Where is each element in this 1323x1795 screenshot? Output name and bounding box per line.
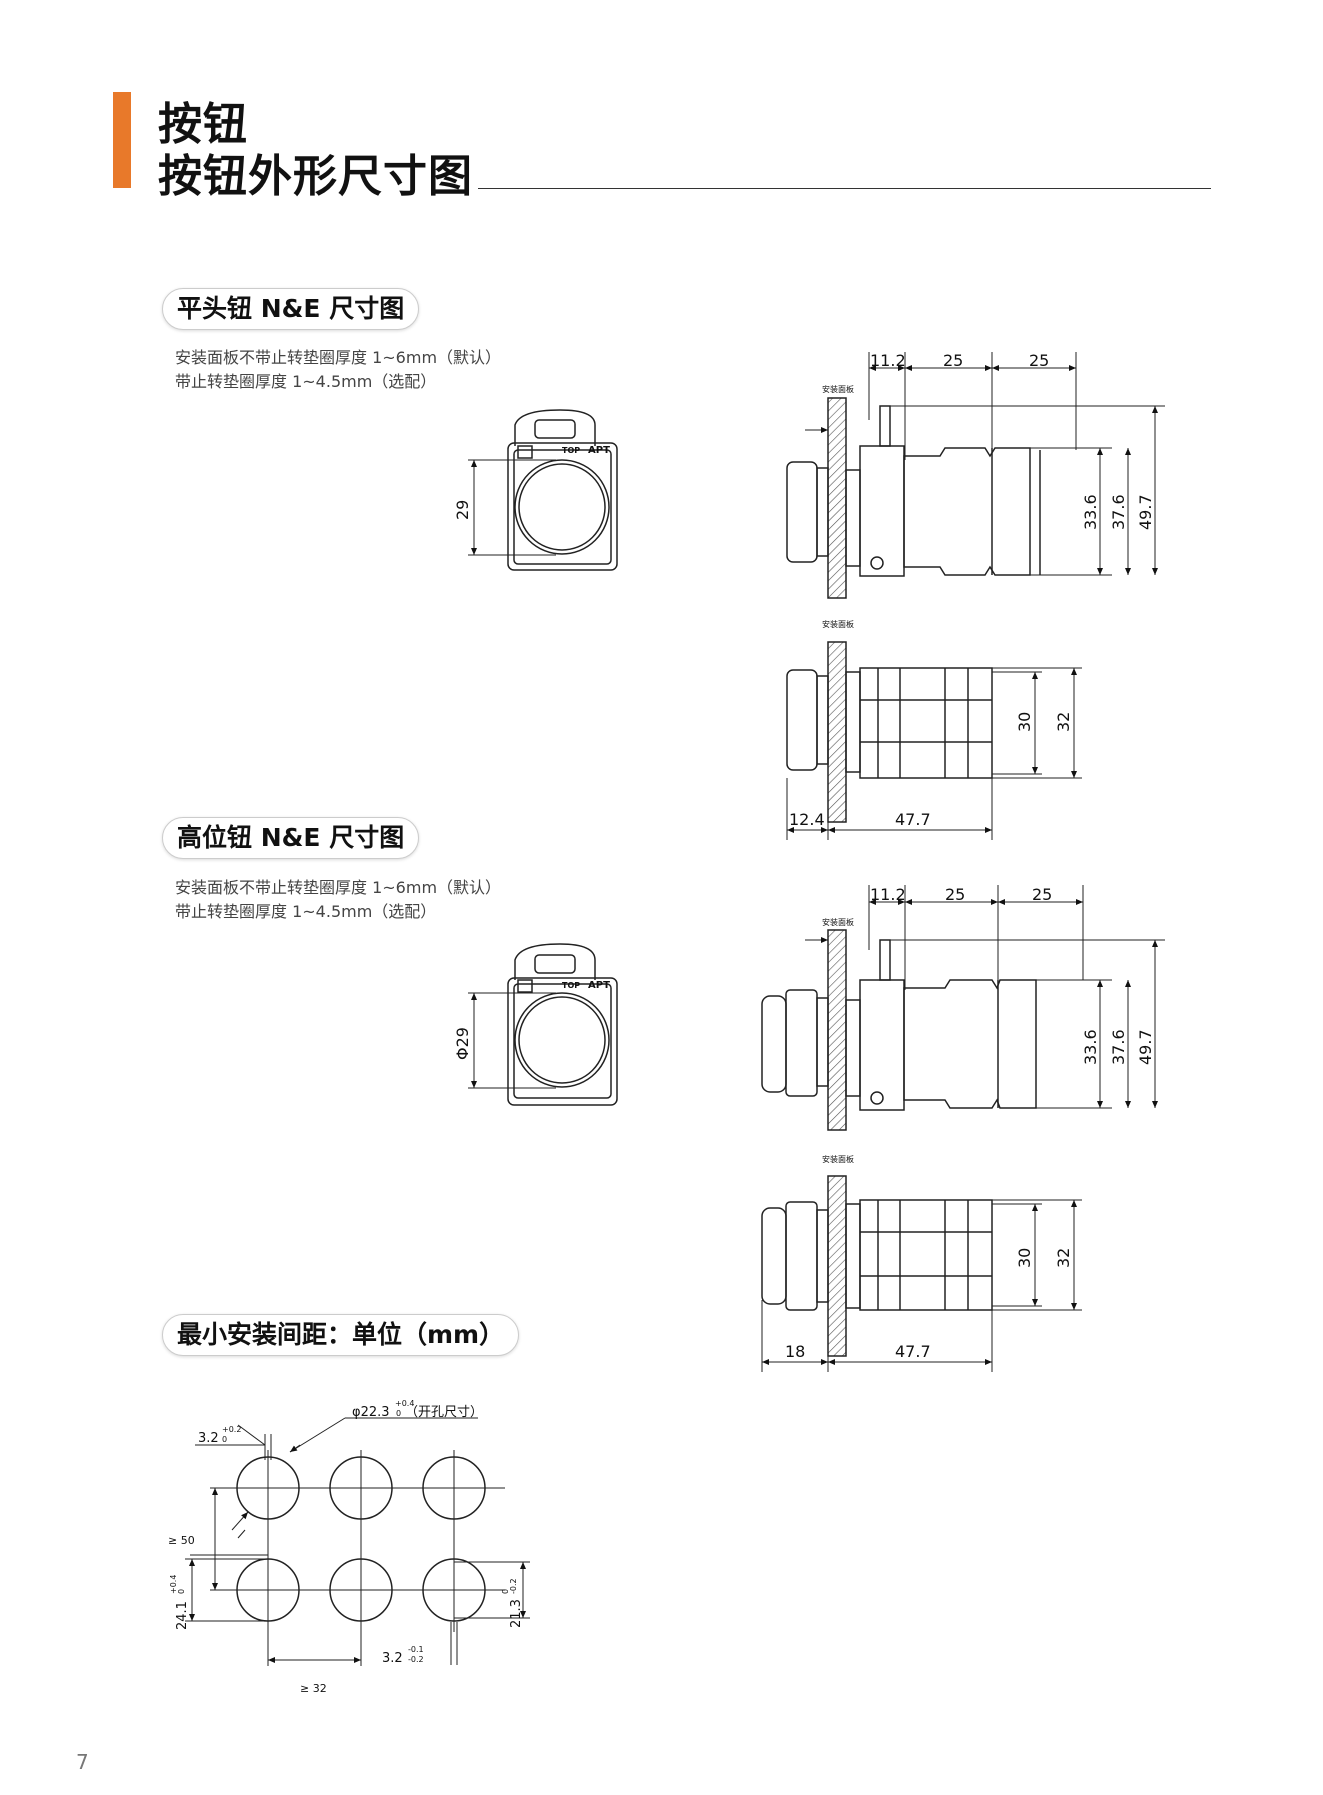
section1-note-line2: 带止转垫圈厚度 1~4.5mm（选配） [175,372,437,391]
top-view-flat [786,641,993,823]
vertical-spacing: ≥ 50 [168,1534,195,1547]
horizontal-spacing: ≥ 32 [300,1682,327,1695]
side-view-raised [761,929,1037,1131]
side1-dim-c: 25 [1029,351,1049,370]
section1-note-line1: 安装面板不带止转垫圈厚度 1~6mm（默认） [175,348,502,367]
top1-len-body: 47.7 [895,810,931,829]
front1-brand-label: APT [588,445,610,456]
right-height: 21.3 [509,1599,524,1628]
side1-dim-a: 11.2 [870,351,906,370]
section2-note-line2: 带止转垫圈厚度 1~4.5mm（选配） [175,902,437,921]
side-view-flat [786,397,1041,599]
title-rule [478,188,1211,189]
front-view-flat [507,409,618,571]
right-tol-lower: -0.2 [509,1578,518,1594]
side2-dim-b: 25 [945,885,965,904]
side2-h1: 33.6 [1081,1029,1100,1065]
top2-panel-label: 安装面板 [822,1154,854,1164]
front1-top-label: TOP [562,446,580,455]
side1-panel-label: 安装面板 [822,384,854,394]
top1-panel-label: 安装面板 [822,619,854,629]
section-heading-min-spacing: 最小安装间距：单位（mm） [162,1314,520,1356]
bottom-notch-label: 3.2 [382,1651,403,1666]
side1-dim-b: 25 [943,351,963,370]
top2-len-body: 47.7 [895,1342,931,1361]
side2-dim-c: 25 [1032,885,1052,904]
page-number: 7 [76,1750,89,1774]
page-title: 按钮 [158,99,248,150]
top-view-raised [761,1175,993,1357]
side2-h3: 49.7 [1136,1029,1155,1065]
right-tol-upper: 0 [501,1589,510,1594]
top2-h1: 30 [1015,1248,1034,1268]
page-subtitle: 按钮外形尺寸图 [158,151,473,202]
bottom-tol-lower: -0.2 [408,1655,424,1664]
left-tol-lower: 0 [177,1589,186,1594]
top1-h2: 32 [1054,712,1073,732]
left-height: 24.1 [175,1601,190,1630]
hole-diameter-label: φ22.3 [352,1405,390,1420]
top1-h1: 30 [1015,712,1034,732]
side2-h2: 37.6 [1109,1029,1128,1065]
side2-panel-label: 安装面板 [822,917,854,927]
accent-bar [113,92,131,188]
hole-tol-lower: 0 [396,1409,401,1418]
section-heading-raised-button: 高位钮 N&E 尺寸图 [162,817,420,859]
notch-tol-upper: +0.2 [222,1425,241,1434]
top1-len-front: 12.4 [789,810,825,829]
bottom-tol-upper: -0.1 [408,1645,424,1654]
notch-tol-lower: 0 [222,1435,227,1444]
hole-note: （开孔尺寸） [405,1405,483,1420]
front-view-raised [507,943,618,1106]
notch-label: 3.2 [198,1431,219,1446]
left-tol-upper: +0.4 [169,1575,178,1594]
side1-h1: 33.6 [1081,494,1100,530]
front2-brand-label: APT [588,980,610,991]
hole-tol-upper: +0.4 [395,1399,414,1408]
side1-h3: 49.7 [1136,494,1155,530]
top2-len-front: 18 [785,1342,805,1361]
section-heading-flat-button: 平头钮 N&E 尺寸图 [162,288,420,330]
front2-height-dim: Φ29 [453,1027,472,1060]
side2-dim-a: 11.2 [870,885,906,904]
front2-top-label: TOP [562,981,580,990]
top2-h2: 32 [1054,1248,1073,1268]
front1-height-dim: 29 [453,500,472,520]
side1-h2: 37.6 [1109,494,1128,530]
section2-note-line1: 安装面板不带止转垫圈厚度 1~6mm（默认） [175,878,502,897]
